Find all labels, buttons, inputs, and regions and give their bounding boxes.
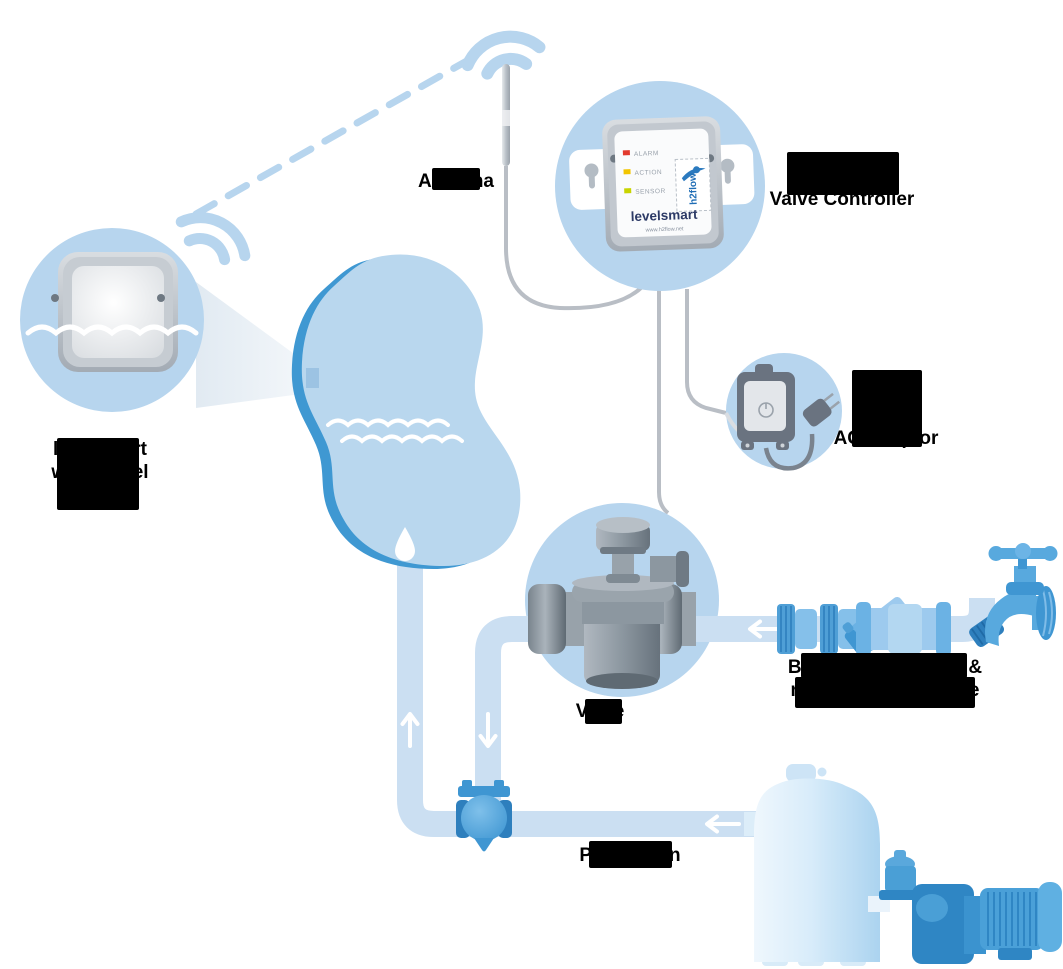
pool-sensor-mount <box>306 368 319 388</box>
valve-knob <box>596 517 650 554</box>
arrow-up-pool <box>400 712 420 748</box>
valve-controller-device: ALARM ACTION SENSOR h2flow levelsmart ww… <box>569 116 755 252</box>
arrow-left-return <box>705 814 741 834</box>
power-icon <box>758 402 774 418</box>
check-valve-device <box>456 780 512 852</box>
redaction-valve-controller <box>787 152 899 195</box>
pipes <box>397 556 995 837</box>
pool-waves-icon <box>326 418 464 444</box>
redaction-backflow-2 <box>795 677 975 708</box>
controller-website: www.h2flow.net <box>645 226 685 233</box>
pump-device <box>868 850 1062 964</box>
faucet-device <box>969 543 1058 648</box>
sensor-beam-cone <box>196 282 316 408</box>
valve-side-port <box>650 551 689 587</box>
sensor-screw-right <box>157 294 165 302</box>
redaction-antenna <box>432 168 480 190</box>
controller-brand: levelsmart <box>630 207 698 224</box>
led-action: ACTION <box>623 169 662 177</box>
sensor-screw-left <box>51 294 59 302</box>
redaction-pool-return <box>589 841 672 868</box>
antenna-signal-icon <box>461 30 546 80</box>
led-alarm: ALARM <box>622 150 659 158</box>
led-sensor-label: SENSOR <box>635 188 666 196</box>
h2flow-logo-text: h2flow <box>688 173 700 205</box>
adaptor-cord <box>763 433 815 471</box>
wireless-signal-dashed-line <box>192 54 476 218</box>
return-pipe <box>397 556 757 837</box>
led-alarm-label: ALARM <box>634 150 659 158</box>
redaction-ac-adaptor <box>852 370 922 447</box>
faucet-handle <box>988 543 1058 569</box>
wireless-sensor-device <box>25 252 199 372</box>
coupling-1 <box>777 604 817 654</box>
backflow-preventer-device <box>842 597 951 656</box>
sensor-water-line <box>25 324 199 337</box>
ac-adaptor-device <box>724 364 840 471</box>
water-drop-icon <box>395 527 415 561</box>
led-sensor: SENSOR <box>624 188 666 196</box>
led-action-label: ACTION <box>634 169 662 177</box>
supply-pipe <box>475 596 995 802</box>
pump-top-valve <box>879 850 922 900</box>
plug-icon <box>802 392 840 427</box>
cables <box>504 166 727 515</box>
pool <box>291 254 521 569</box>
redaction-backflow-1 <box>801 653 967 678</box>
arrow-down-fill <box>478 712 498 748</box>
antenna-icon <box>502 64 510 166</box>
controller-adaptor-cable <box>685 289 727 415</box>
redaction-sensor <box>57 438 139 510</box>
h2flow-sticker: h2flow <box>674 157 712 213</box>
fill-valve-device <box>528 517 696 689</box>
sensor-signal-icon <box>175 212 251 266</box>
filter-tank-device <box>744 764 880 966</box>
antenna-cable <box>504 166 644 311</box>
pool-water <box>301 254 521 567</box>
redaction-valve <box>585 699 622 724</box>
controller-valve-cable <box>657 289 670 515</box>
